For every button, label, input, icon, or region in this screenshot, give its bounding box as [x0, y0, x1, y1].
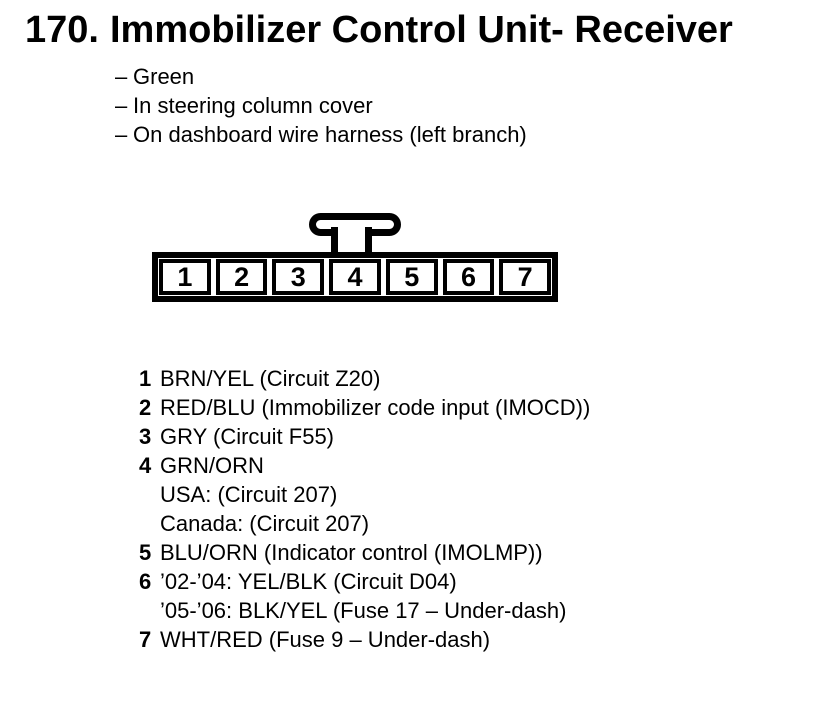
pin-row: 6 ’02-’04: YEL/BLK (Circuit D04)	[139, 567, 590, 596]
pin-list: 1 BRN/YEL (Circuit Z20) 2 RED/BLU (Immobil…	[139, 364, 590, 654]
location-notes: –Green –In steering column cover –On das…	[115, 62, 527, 149]
pin-description: ’05-’06: BLK/YEL (Fuse 17 – Under-dash)	[160, 598, 567, 623]
connector-body: 1 2 3 4 5 6 7	[152, 252, 558, 302]
pin-number: 3	[139, 424, 152, 449]
section-title: Immobilizer Control Unit- Receiver	[109, 9, 733, 51]
dash-marker: –	[115, 122, 128, 147]
pin-cell-label: 6	[460, 261, 476, 292]
pin-cell-label: 7	[517, 261, 533, 292]
page-title: 170.Immobilizer Control Unit- Receiver	[25, 9, 733, 52]
pin-description: GRY (Circuit F55)	[160, 424, 335, 449]
pin-row: 5 BLU/ORN (Indicator control (IMOLMP))	[139, 538, 590, 567]
pin-number: 6	[139, 569, 152, 594]
pin-number: 1	[139, 366, 152, 391]
connector-pin-cell-1: 1	[159, 259, 211, 295]
pin-number	[139, 596, 156, 625]
pin-description: USA: (Circuit 207)	[160, 482, 338, 507]
connector-pin-cell-7: 7	[499, 259, 552, 295]
note-line: –Green	[115, 62, 527, 91]
note-line: –In steering column cover	[115, 91, 527, 120]
pin-description: BRN/YEL (Circuit Z20)	[160, 366, 381, 391]
pin-row: 2 RED/BLU (Immobilizer code input (IMOCD)…	[139, 393, 590, 422]
pin-row: 4 GRN/ORN	[139, 451, 590, 480]
note-text: Green	[133, 64, 195, 89]
dash-marker: –	[115, 64, 128, 89]
pin-description: GRN/ORN	[160, 453, 264, 478]
pin-row: 7 WHT/RED (Fuse 9 – Under-dash)	[139, 625, 590, 654]
pin-description: ’02-’04: YEL/BLK (Circuit D04)	[160, 569, 457, 594]
pin-description: BLU/ORN (Indicator control (IMOLMP))	[160, 540, 543, 565]
connector-pin-cell-5: 5	[385, 259, 438, 295]
pin-row-continuation: USA: (Circuit 207)	[139, 480, 590, 509]
pin-number: 7	[139, 627, 152, 652]
pin-row: 1 BRN/YEL (Circuit Z20)	[139, 364, 590, 393]
note-text: In steering column cover	[133, 93, 373, 118]
connector-pin-cell-4: 4	[329, 259, 381, 295]
dash-marker: –	[115, 93, 128, 118]
pin-row-continuation: Canada: (Circuit 207)	[139, 509, 590, 538]
pin-row-continuation: ’05-’06: BLK/YEL (Fuse 17 – Under-dash)	[139, 596, 590, 625]
section-number: 170.	[25, 9, 99, 51]
note-line: –On dashboard wire harness (left branch)	[115, 120, 527, 149]
note-text: On dashboard wire harness (left branch)	[133, 122, 527, 147]
connector-pin-cell-6: 6	[442, 259, 495, 295]
pin-cell-label: 3	[290, 261, 306, 292]
pin-number: 5	[139, 540, 152, 565]
connector-pin-cell-3: 3	[272, 259, 325, 295]
connector-diagram: 1 2 3 4 5 6 7	[152, 213, 558, 302]
pin-number: 2	[139, 395, 152, 420]
pin-cell-label: 1	[177, 261, 193, 292]
pin-row: 3 GRY (Circuit F55)	[139, 422, 590, 451]
pin-number: 4	[139, 453, 152, 478]
connector-pin-cell-2: 2	[215, 259, 268, 295]
pin-description: WHT/RED (Fuse 9 – Under-dash)	[160, 627, 491, 652]
pin-description: Canada: (Circuit 207)	[160, 511, 370, 536]
pin-cell-label: 4	[347, 261, 363, 292]
pin-cell-label: 2	[234, 261, 250, 292]
connector-latch-stem	[331, 227, 372, 252]
pin-number	[139, 509, 156, 538]
pin-cell-label: 5	[404, 261, 420, 292]
pin-number	[139, 480, 156, 509]
pin-description: RED/BLU (Immobilizer code input (IMOCD))	[160, 395, 591, 420]
